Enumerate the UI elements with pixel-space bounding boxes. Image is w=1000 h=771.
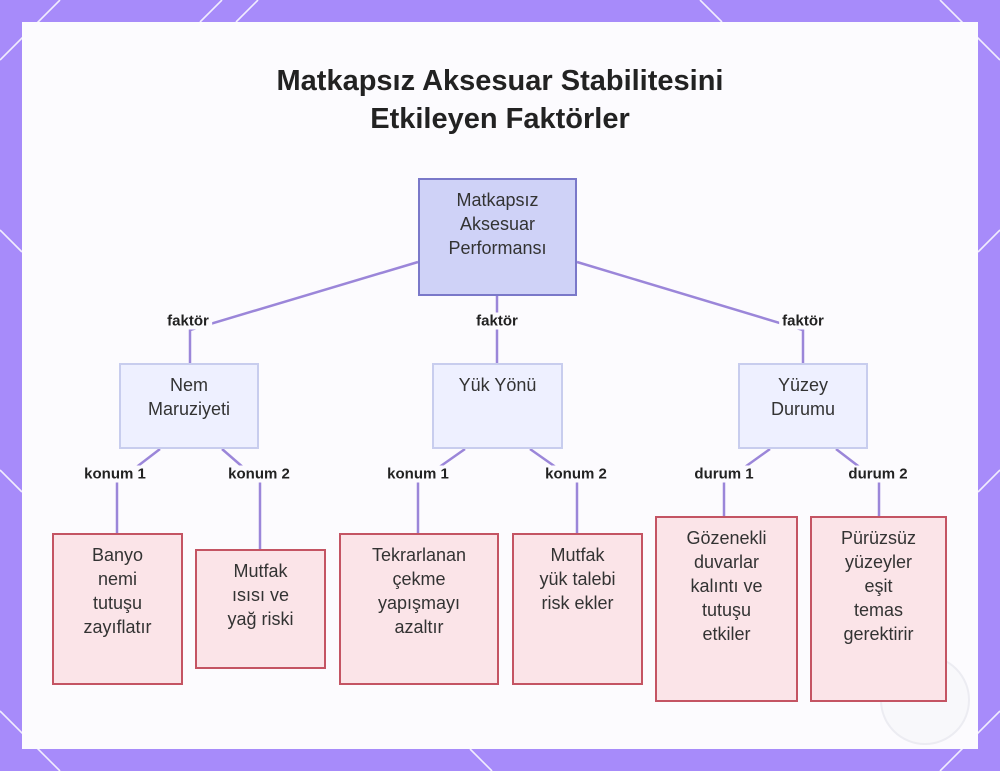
edge-label-yuk-konum1: konum 1 xyxy=(384,465,452,483)
title-line-1: Matkapsız Aksesuar Stabilitesini xyxy=(276,65,724,97)
node-root: Matkapsız Aksesuar Performansı xyxy=(418,178,577,296)
edge-label-faktor-yuk: faktör xyxy=(473,312,521,330)
edge-label-faktor-yuzey: faktör xyxy=(779,312,827,330)
node-mutfak-yuk: Mutfak yük talebi risk ekler xyxy=(512,533,643,685)
edge-label-yuzey-durum2: durum 2 xyxy=(845,465,911,483)
node-yuk-yonu: Yük Yönü xyxy=(432,363,563,449)
node-gozenekli: Gözenekli duvarlar kalıntı ve tutuşu etk… xyxy=(655,516,798,702)
node-banyo: Banyo nemi tutuşu zayıflatır xyxy=(52,533,183,685)
edge-yuk-tekrar xyxy=(416,447,466,533)
edge-yuzey-puruzsuz xyxy=(835,448,881,516)
node-tekrarlanan: Tekrarlanan çekme yapışmayı azaltır xyxy=(339,533,499,685)
edge-yuk-mutfak2 xyxy=(529,447,579,533)
edge-label-yuzey-durum1: durum 1 xyxy=(691,465,757,483)
edge-nem-banyo xyxy=(115,448,161,533)
node-yuzey-durumu: Yüzey Durumu xyxy=(738,363,868,449)
node-nem-maruziyeti: Nem Maruziyeti xyxy=(119,363,259,449)
edge-root-yuzey xyxy=(576,260,805,363)
edge-root-nem xyxy=(188,260,419,363)
edge-yuzey-gozenekli xyxy=(722,447,771,516)
node-mutfak-isi: Mutfak ısısı ve yağ riski xyxy=(195,549,326,669)
node-puruzsuz: Pürüzsüz yüzeyler eşit temas gerektirir xyxy=(810,516,947,702)
edge-label-nem-konum1: konum 1 xyxy=(81,465,149,483)
edge-label-nem-konum2: konum 2 xyxy=(225,465,293,483)
diagram-title: Matkapsız Aksesuar Stabilitesini Etkiley… xyxy=(0,62,1000,138)
title-line-2: Etkileyen Faktörler xyxy=(370,103,630,135)
edge-nem-mutfak1 xyxy=(221,448,262,549)
edge-label-yuk-konum2: konum 2 xyxy=(542,465,610,483)
edge-label-faktor-nem: faktör xyxy=(164,312,212,330)
